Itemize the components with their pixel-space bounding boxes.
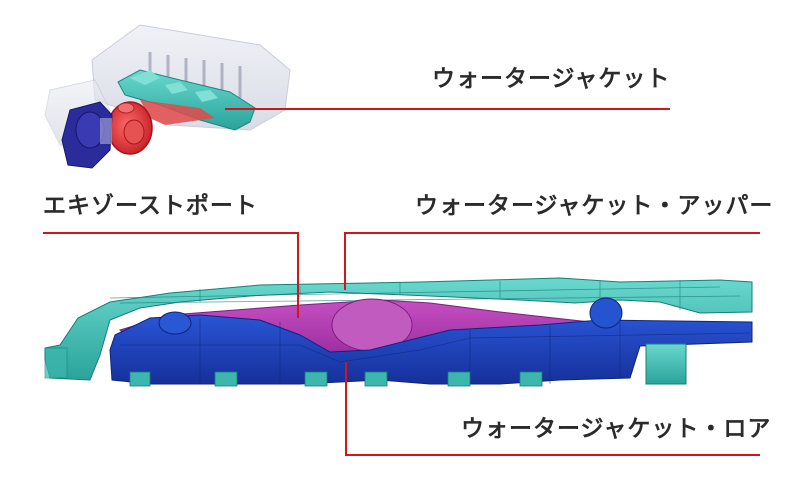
- cross-section: [44, 277, 753, 387]
- leader-exhaust-port: [43, 232, 299, 318]
- turbocharger-turbine: [107, 100, 215, 155]
- turbocharger-compressor: [61, 101, 113, 169]
- leader-lines: [43, 108, 760, 456]
- label-water-jacket-upper: ウォータージャケット・アッパー: [415, 193, 774, 219]
- label-water-jacket-lower: ウォータージャケット・ロア: [461, 416, 772, 442]
- label-water-jacket: ウォータージャケット: [432, 66, 671, 92]
- label-exhaust-port: エキゾーストポート: [43, 193, 258, 219]
- leader-water-jacket-upper: [344, 232, 760, 290]
- water-jacket-upper-shape: [44, 277, 753, 381]
- water-jacket-overview: [117, 69, 256, 131]
- leader-water-jacket-lower: [345, 362, 760, 456]
